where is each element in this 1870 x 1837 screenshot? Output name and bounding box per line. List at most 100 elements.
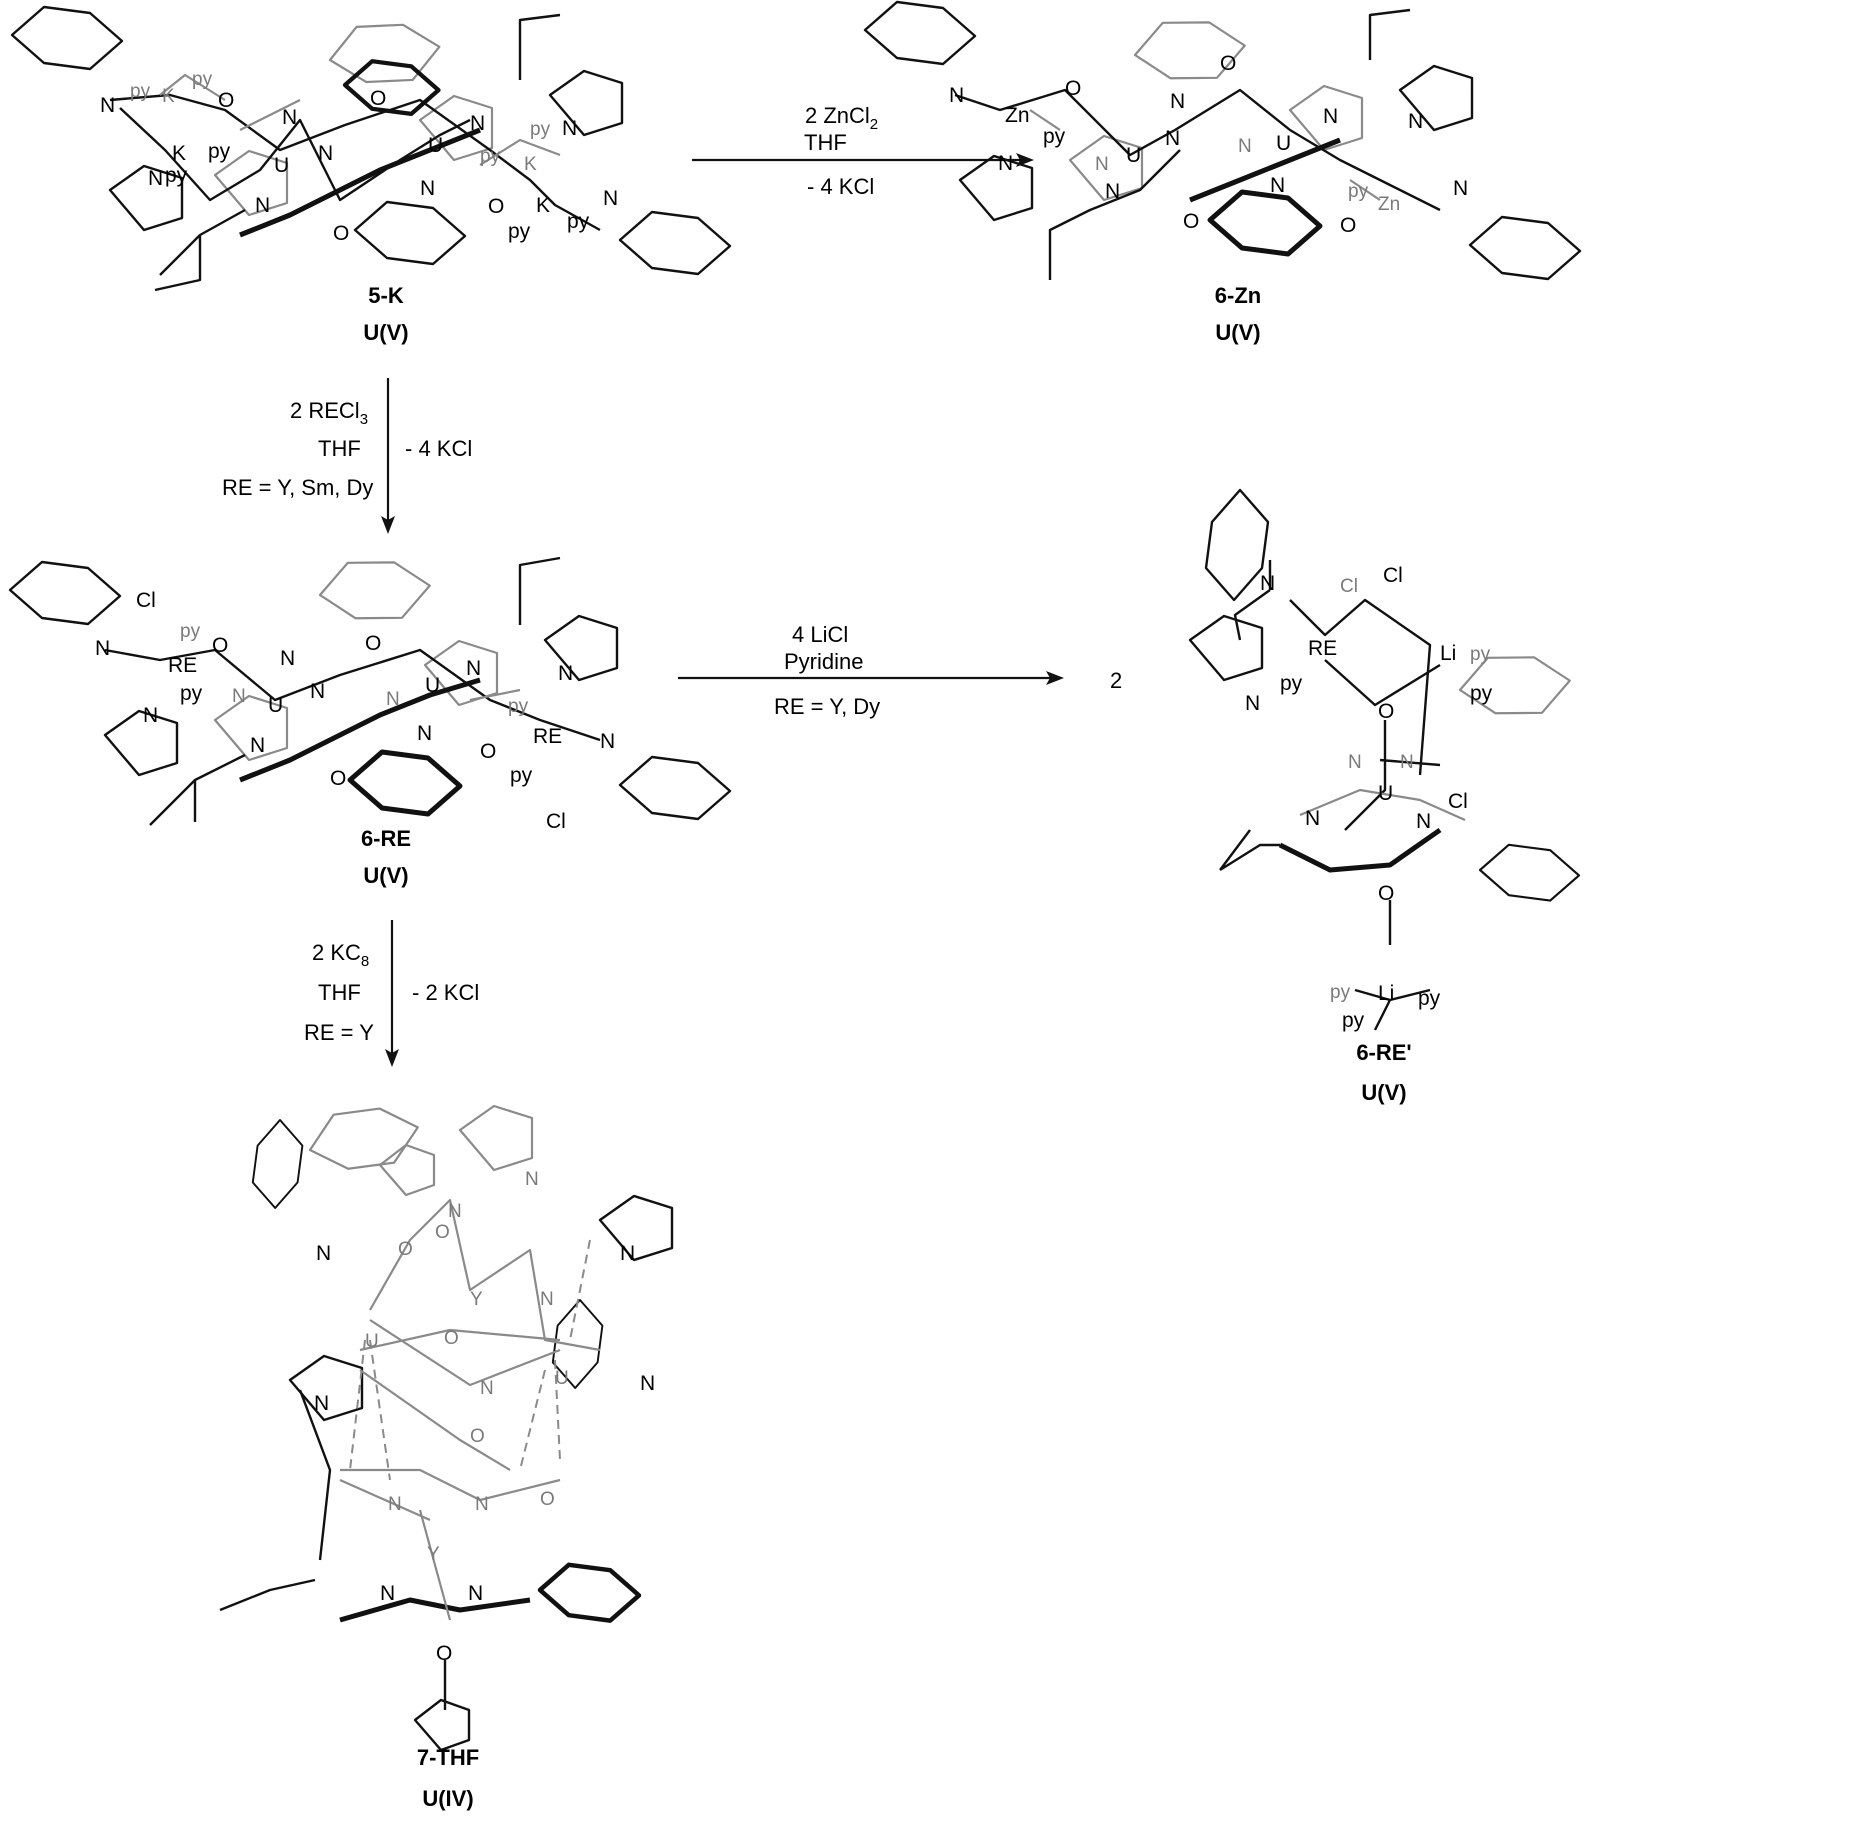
compound-name-6re: 6-RE	[361, 826, 411, 851]
reagent-r2: 2 RECl3	[290, 398, 368, 428]
svg-text:N: N	[466, 657, 481, 680]
svg-text:Cl: Cl	[546, 810, 566, 833]
svg-text:O: O	[436, 1642, 452, 1665]
svg-text:py: py	[510, 764, 533, 787]
svg-text:py: py	[165, 164, 188, 187]
svg-text:N: N	[1270, 174, 1285, 197]
svg-text:U: U	[555, 1368, 569, 1389]
svg-text:py: py	[1342, 1009, 1365, 1032]
svg-text:O: O	[470, 1426, 485, 1447]
svg-text:O: O	[365, 632, 381, 655]
solvent-r1: THF	[804, 130, 847, 155]
svg-text:N: N	[1105, 180, 1120, 203]
svg-text:N: N	[1170, 90, 1185, 113]
svg-text:N: N	[620, 1242, 635, 1265]
solvent-r4: THF	[318, 980, 361, 1005]
svg-text:N: N	[470, 112, 485, 135]
svg-text:N: N	[250, 734, 265, 757]
svg-text:py: py	[208, 140, 231, 163]
svg-text:N: N	[280, 647, 295, 670]
svg-text:O: O	[330, 767, 346, 790]
svg-text:U: U	[425, 674, 440, 697]
svg-text:Y: Y	[427, 1544, 440, 1565]
svg-text:N: N	[232, 686, 246, 707]
svg-text:O: O	[444, 1328, 459, 1349]
svg-text:O: O	[1183, 210, 1199, 233]
svg-text:py: py	[508, 696, 529, 717]
svg-text:RE: RE	[168, 654, 197, 677]
svg-text:N: N	[282, 106, 297, 129]
svg-text:N: N	[640, 1372, 655, 1395]
svg-text:U: U	[365, 1331, 379, 1352]
svg-text:py: py	[192, 69, 213, 90]
svg-text:U: U	[274, 154, 289, 177]
svg-text:N: N	[998, 152, 1013, 175]
svg-text:N: N	[1165, 127, 1180, 150]
svg-text:N: N	[475, 1494, 489, 1515]
svg-text:K: K	[536, 194, 550, 217]
compound-name-6zn: 6-Zn	[1215, 283, 1261, 308]
svg-text:Li: Li	[1378, 982, 1394, 1005]
svg-text:py: py	[480, 146, 501, 167]
svg-text:O: O	[480, 740, 496, 763]
svg-text:O: O	[1378, 700, 1394, 723]
svg-text:py: py	[1418, 987, 1441, 1010]
svg-text:N: N	[1305, 807, 1320, 830]
svg-text:N: N	[603, 187, 618, 210]
svg-text:N: N	[1323, 105, 1338, 128]
condition-r4: RE = Y	[304, 1020, 374, 1045]
svg-text:O: O	[435, 1222, 450, 1243]
svg-text:K: K	[524, 154, 537, 175]
svg-text:O: O	[398, 1239, 413, 1260]
reagent-r3: 4 LiCl	[792, 622, 848, 647]
svg-text:O: O	[333, 222, 349, 245]
svg-text:O: O	[540, 1489, 555, 1510]
svg-text:py: py	[1470, 682, 1493, 705]
svg-text:N: N	[540, 1289, 554, 1310]
svg-text:py: py	[1470, 644, 1491, 665]
svg-text:U: U	[428, 134, 443, 157]
byproduct-r1: - 4 KCl	[807, 174, 874, 199]
svg-text:O: O	[218, 89, 234, 112]
svg-text:N: N	[480, 1378, 494, 1399]
svg-text:Zn: Zn	[1005, 104, 1030, 127]
arrow-6re-to-6rep	[678, 671, 1064, 685]
svg-text:N: N	[468, 1582, 483, 1605]
svg-text:N: N	[310, 680, 325, 703]
svg-text:py: py	[1330, 982, 1351, 1003]
svg-text:N: N	[1245, 692, 1260, 715]
arrow-6re-to-7thf	[385, 920, 399, 1067]
svg-text:N: N	[1260, 572, 1275, 595]
reagent-r4: 2 KC8	[312, 940, 369, 970]
reagent-r1: 2 ZnCl2	[805, 103, 878, 133]
svg-text:O: O	[1378, 882, 1394, 905]
structure-5k: N O K U N N N N U N O O N N O K N py py …	[10, 5, 732, 292]
svg-text:O: O	[488, 195, 504, 218]
svg-text:U: U	[1126, 144, 1141, 167]
solvent-r2: THF	[318, 436, 361, 461]
svg-text:N: N	[1095, 154, 1109, 175]
svg-text:py: py	[530, 119, 551, 140]
svg-text:Li: Li	[1440, 642, 1456, 665]
solvent-r3: Pyridine	[784, 649, 863, 674]
svg-text:N: N	[380, 1582, 395, 1605]
svg-text:py: py	[130, 81, 151, 102]
compound-name-5k: 5-K	[368, 283, 404, 308]
svg-text:RE: RE	[1308, 637, 1337, 660]
svg-text:N: N	[143, 704, 158, 727]
svg-text:N: N	[417, 722, 432, 745]
svg-text:Cl: Cl	[136, 589, 156, 612]
svg-text:py: py	[567, 210, 590, 233]
structure-7thf: N N O Y O N O U N U O N N O Y N N N N N …	[219, 1093, 674, 1752]
svg-text:Y: Y	[470, 1289, 483, 1310]
svg-text:N: N	[558, 662, 573, 685]
svg-text:N: N	[600, 730, 615, 753]
svg-text:N: N	[1238, 136, 1252, 157]
svg-text:U: U	[1276, 132, 1291, 155]
structure-6rep: N Cl RE Li py py N O U Cl N N O Li py py…	[1188, 488, 1581, 1032]
svg-text:py: py	[1280, 672, 1303, 695]
byproduct-r4: - 2 KCl	[412, 980, 479, 1005]
condition-r3: RE = Y, Dy	[774, 694, 880, 719]
oxidation-state-6zn: U(V)	[1215, 320, 1260, 345]
